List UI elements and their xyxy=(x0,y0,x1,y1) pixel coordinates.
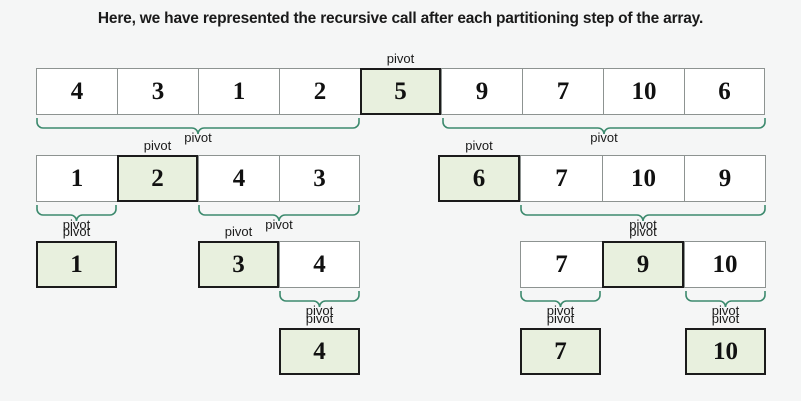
brace-r1-right xyxy=(520,205,766,222)
array-cell-pivot: 10 xyxy=(685,328,766,375)
array-cell-pivot: 4 xyxy=(279,328,360,375)
array-cell: 1 xyxy=(198,68,279,115)
pivot-label: pivot xyxy=(62,224,91,239)
array-cell: 10 xyxy=(602,155,684,202)
brace-l1-left xyxy=(36,205,117,222)
array-cell-pivot: 7 xyxy=(520,328,601,375)
array-cell: 7 xyxy=(522,68,603,115)
brace-pivot-label: pivot xyxy=(546,303,575,318)
array-cell: 7 xyxy=(520,155,602,202)
array-cell-pivot: 9 xyxy=(602,241,684,288)
array-cell: 7 xyxy=(520,241,602,288)
brace-pivot-label: pivot xyxy=(711,303,740,318)
brace-root-left xyxy=(36,118,360,135)
array-cell-pivot: 6 xyxy=(438,155,520,202)
array-cell: 3 xyxy=(117,68,198,115)
array-cell-pivot: 1 xyxy=(36,241,117,288)
array-cell: 4 xyxy=(279,241,360,288)
pivot-label: pivot xyxy=(143,138,172,153)
array-cell: 4 xyxy=(198,155,279,202)
array-cell: 4 xyxy=(36,68,117,115)
array-cell: 9 xyxy=(441,68,522,115)
brace-pivot-label: pivot xyxy=(305,303,334,318)
brace-pivot-label: pivot xyxy=(590,130,618,145)
brace-pivot-label: pivot xyxy=(629,217,657,232)
brace-pivot-label: pivot xyxy=(265,217,293,232)
brace-root-right xyxy=(442,118,766,135)
brace-pivot-label: pivot xyxy=(184,130,212,145)
array-cell: 6 xyxy=(684,68,765,115)
pivot-label: pivot xyxy=(386,51,415,66)
pivot-label: pivot xyxy=(546,311,575,326)
brace-l2-right xyxy=(279,291,360,308)
array-cell: 1 xyxy=(36,155,117,202)
brace-l1-right xyxy=(198,205,360,222)
pivot-label: pivot xyxy=(711,311,740,326)
array-cell-pivot: 3 xyxy=(198,241,279,288)
array-cell-pivot: 5 xyxy=(360,68,441,115)
pivot-label: pivot xyxy=(224,224,253,239)
array-cell: 10 xyxy=(603,68,684,115)
array-cell: 10 xyxy=(684,241,766,288)
array-cell-pivot: 2 xyxy=(117,155,198,202)
pivot-label: pivot xyxy=(465,138,493,153)
array-cell: 2 xyxy=(279,68,360,115)
brace-r2-left xyxy=(520,291,601,308)
array-cell: 3 xyxy=(279,155,360,202)
pivot-label: pivot xyxy=(629,224,657,239)
pivot-label: pivot xyxy=(305,311,334,326)
brace-r2-right xyxy=(685,291,766,308)
array-cell: 9 xyxy=(684,155,766,202)
brace-pivot-label: pivot xyxy=(62,217,91,232)
page-title: Here, we have represented the recursive … xyxy=(97,10,704,27)
